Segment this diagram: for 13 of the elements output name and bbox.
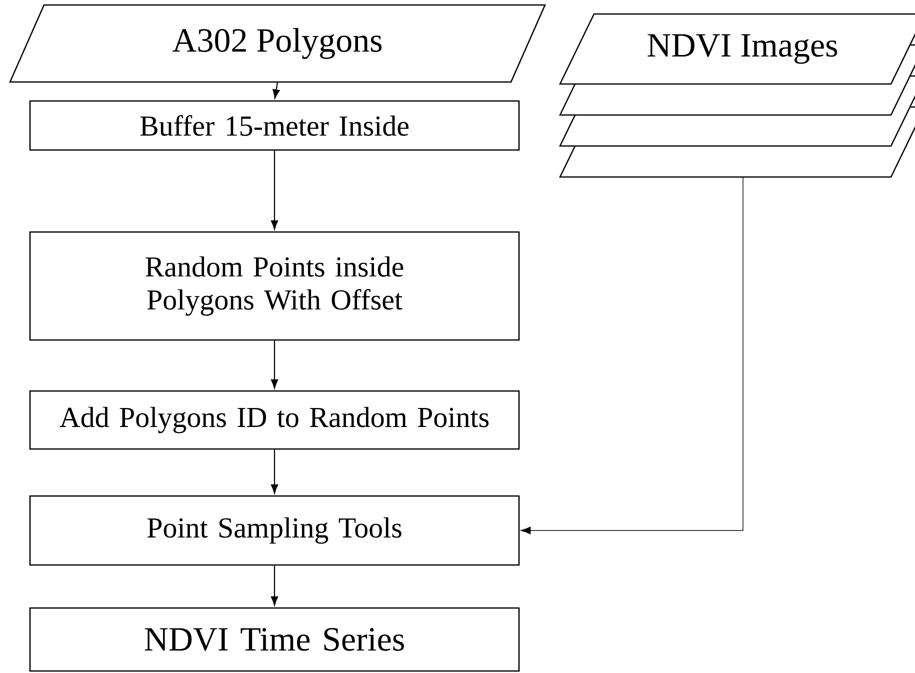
arrow xyxy=(520,176,744,534)
arrow xyxy=(270,150,278,230)
arrow xyxy=(272,82,280,99)
process-box: Point Sampling Tools xyxy=(29,495,520,566)
process-box: Random Points inside Polygons With Offset xyxy=(29,231,520,341)
input-parallelogram: A302 Polygons xyxy=(9,4,546,83)
process-box: Buffer 15-meter Inside xyxy=(29,100,520,151)
arrow xyxy=(270,566,278,606)
arrow xyxy=(270,340,278,389)
arrow xyxy=(270,450,278,494)
process-box: Add Polygons ID to Random Points xyxy=(29,390,520,450)
process-box: NDVI Time Series xyxy=(29,607,520,672)
node-label: NDVI Images xyxy=(648,34,838,64)
